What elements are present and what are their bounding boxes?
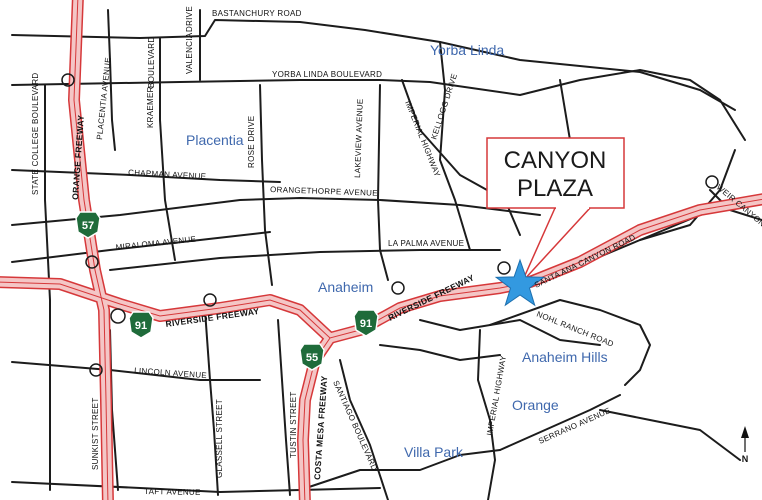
street-label-rose-drive: ROSE DRIVE	[247, 116, 256, 168]
interchange-loop-57-lincoln	[89, 363, 103, 377]
area-label-placentia: Placentia	[186, 132, 244, 148]
hill-road-a	[419, 319, 601, 346]
street-label-imperial-hwy-south: IMPERIAL HIGHWAY	[485, 354, 508, 436]
la-palma-road	[109, 249, 501, 271]
north-arrow-label: N	[742, 454, 749, 464]
street-label-yorba-linda-blvd: YORBA LINDA BOULEVARD	[272, 70, 382, 79]
state-college-road	[44, 84, 51, 491]
interchange-loop-57-yorba	[61, 73, 75, 87]
route-91-east-shield: 91	[353, 309, 379, 337]
street-label-sunkist: SUNKIST STREET	[91, 397, 100, 470]
callout-pointer-mask	[556, 205, 589, 209]
miraloma-road	[11, 231, 271, 263]
interchange-loop-91-weir	[705, 175, 719, 189]
route-91-west-label: 91	[135, 320, 147, 332]
callout-line-2: PLAZA	[517, 175, 593, 202]
street-label-lincoln: LINCOLN AVENUE	[134, 366, 207, 380]
interchange-loop-57-la-palma	[85, 255, 99, 269]
route-57-shield: 57	[75, 211, 101, 239]
street-label-la-palma: LA PALMA AVENUE	[388, 239, 464, 248]
canyon-plaza-callout: CANYON PLAZA	[486, 137, 625, 283]
street-label-state-college: STATE COLLEGE BOULEVARD	[31, 73, 40, 196]
street-label-glassell: GLASSELL STREET	[215, 399, 224, 478]
taft-road	[11, 481, 381, 493]
lakeview-road	[377, 84, 389, 281]
street-label-miraloma: MIRALOMA AVENUE	[115, 235, 196, 252]
hill-road-d	[599, 409, 741, 461]
area-label-anaheim: Anaheim	[318, 279, 373, 295]
north-arrow-icon	[741, 426, 749, 438]
placentia-ave-road	[107, 9, 116, 151]
interchange-loop-91-imperial	[497, 261, 511, 275]
street-label-placentia-ave: PLACENTIA AVENUE	[95, 57, 113, 140]
route-57-label: 57	[82, 220, 94, 232]
area-label-yorba-linda: Yorba Linda	[430, 42, 504, 58]
yorba-linda-blvd-road	[11, 69, 746, 141]
street-label-santiago: SANTIAGO BOULEVARD	[331, 379, 379, 472]
street-label-valencia: VALENCIA	[185, 32, 194, 74]
chapman-road	[11, 169, 281, 183]
location-star	[494, 258, 546, 307]
rose-drive-road	[259, 84, 273, 286]
interchange-loop-91-lakeview	[391, 281, 405, 295]
lincoln-road	[11, 361, 261, 381]
orangethorpe-road	[11, 197, 541, 226]
street-label-boulevard: BOULEVARD	[147, 37, 156, 88]
route-55-label: 55	[306, 352, 318, 364]
street-label-valencia-drive: DRIVE	[185, 6, 194, 32]
route-91-west-shield: 91	[128, 311, 154, 339]
bastanchury-road	[11, 19, 736, 111]
imperial-hwy-north-road	[401, 79, 521, 236]
street-label-kraemer: KRAEMER	[146, 86, 155, 128]
nohl-ranch-road	[489, 299, 651, 386]
route-55-shield: 55	[299, 343, 325, 371]
street-label-lakeview: LAKEVIEW AVENUE	[353, 98, 365, 178]
tustin-road	[277, 319, 291, 496]
santiago-road	[339, 359, 389, 500]
street-label-tustin: TUSTIN STREET	[289, 391, 298, 458]
interchange-loops	[61, 73, 719, 377]
interchange-loop-57-91	[110, 308, 126, 324]
street-label-bastanchury: BASTANCHURY ROAD	[212, 9, 302, 18]
route-91-east-label: 91	[360, 318, 372, 330]
callout-line-1: CANYON	[504, 147, 607, 174]
serrano-road	[499, 394, 621, 451]
street-label-weir-canyon: WEIR CANYON ROAD	[715, 183, 762, 246]
area-label-orange: Orange	[512, 397, 559, 413]
street-label-taft: TAFT AVENUE	[144, 487, 201, 497]
interchange-loop-91-glassell	[203, 293, 217, 307]
north-arrow: N	[741, 426, 749, 464]
kraemer-road	[159, 37, 176, 261]
road-network	[11, 9, 762, 500]
area-label-anaheim-hills: Anaheim Hills	[522, 349, 608, 365]
imperial-hwy-south-road	[477, 329, 496, 500]
glassell-road	[204, 309, 219, 496]
callout-box	[486, 137, 625, 209]
hill-road-b	[379, 344, 501, 361]
street-label-chapman: CHAPMAN AVENUE	[128, 168, 207, 181]
hill-road-c	[299, 449, 501, 491]
kellogg-road	[439, 41, 471, 251]
area-label-villa-park: Villa Park	[404, 444, 464, 460]
street-label-orangethorpe: ORANGETHORPE AVENUE	[270, 185, 378, 198]
freeway-label-costa-mesa: COSTA MESA FREEWAY	[312, 375, 329, 480]
